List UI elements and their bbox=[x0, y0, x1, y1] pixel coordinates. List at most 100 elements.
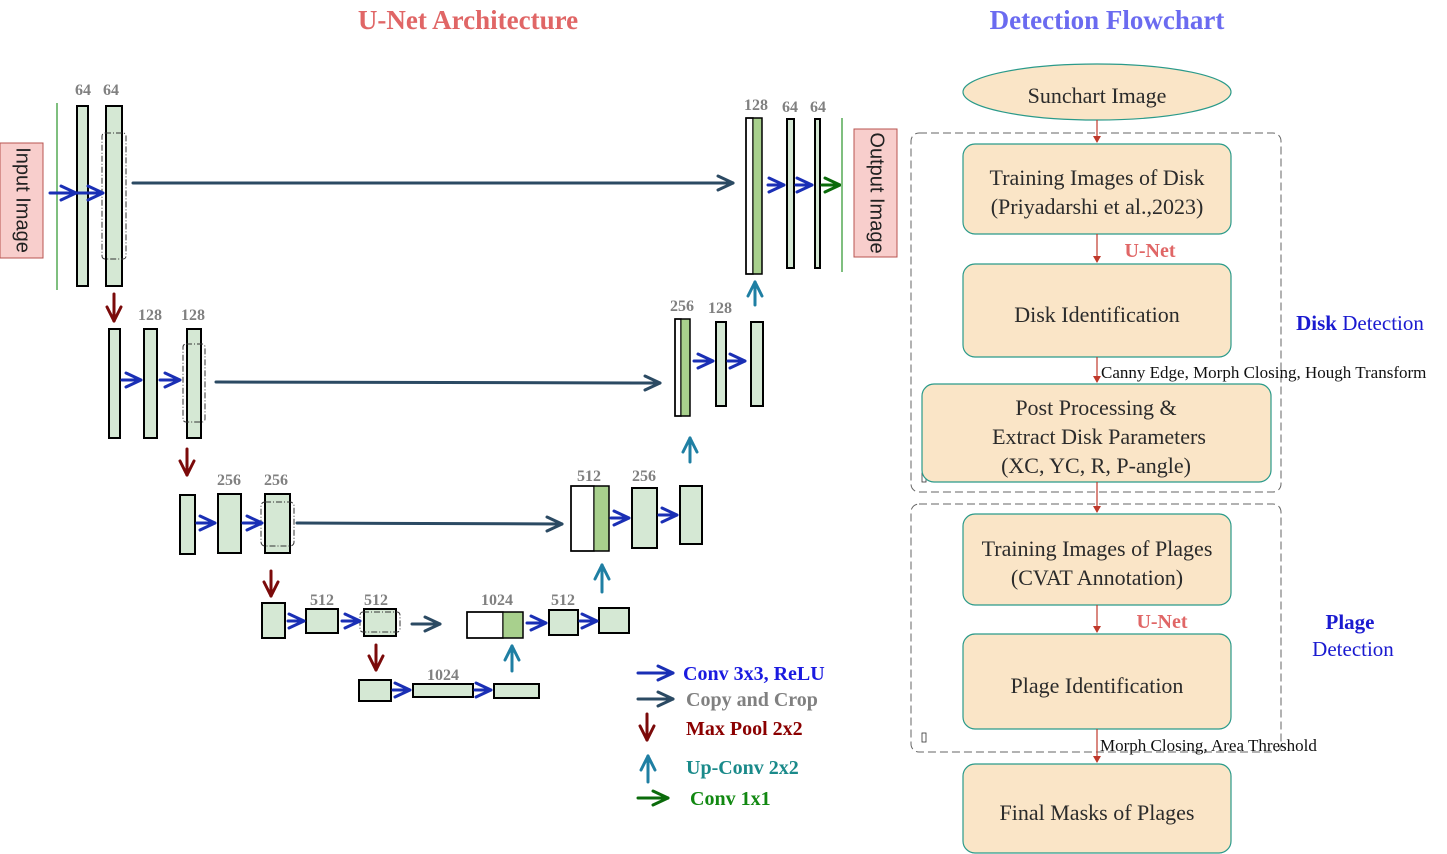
node-sunchart-image-label: Sunchart Image bbox=[1028, 83, 1167, 108]
node-post-processing-line1: Post Processing & bbox=[1015, 395, 1176, 420]
flowchart-title: Detection Flowchart bbox=[990, 5, 1225, 35]
feature-map-dec4a bbox=[548, 609, 579, 636]
feature-map-dec1-copied bbox=[745, 117, 754, 275]
maxpool-arrow bbox=[262, 569, 280, 598]
unet-title: U-Net Architecture bbox=[358, 5, 578, 35]
channel-label-dec2: 128 bbox=[708, 300, 732, 317]
group-marker bbox=[921, 732, 927, 743]
channel-label-enc1b: 64 bbox=[103, 82, 119, 99]
channel-label-enc3a: 256 bbox=[217, 472, 241, 489]
feature-map-enc1a bbox=[76, 105, 89, 287]
feature-map-dec2-copied bbox=[674, 318, 682, 417]
channel-label-dec1concat: 128 bbox=[744, 97, 768, 114]
node-post-processing-line2: Extract Disk Parameters bbox=[992, 424, 1206, 449]
edge-label-canny: Canny Edge, Morph Closing, Hough Transfo… bbox=[1101, 363, 1426, 382]
conv1x1-arrow bbox=[820, 176, 842, 194]
node-final-masks bbox=[962, 763, 1232, 854]
channel-label-enc1a: 64 bbox=[75, 82, 91, 99]
channel-label-dec4: 512 bbox=[551, 592, 575, 609]
channel-label-enc2a: 128 bbox=[138, 307, 162, 324]
output-image-label: Output Image bbox=[866, 132, 888, 253]
feature-map-dec3-copied bbox=[570, 485, 595, 552]
flow-arrow bbox=[1093, 729, 1101, 763]
conv-arrow bbox=[692, 352, 747, 370]
feature-map-dec2b bbox=[750, 321, 764, 407]
feature-map-bottom-b bbox=[493, 683, 540, 699]
legend-copy-arrow bbox=[636, 690, 675, 708]
maxpool-arrow bbox=[367, 643, 385, 672]
conv-arrow bbox=[120, 371, 182, 389]
flow-arrow bbox=[1093, 120, 1101, 143]
feature-map-dec2-concat bbox=[674, 318, 691, 417]
feature-map-dec1-concat bbox=[745, 117, 763, 275]
flow-arrow bbox=[1093, 605, 1101, 633]
crop-region-enc1 bbox=[101, 132, 127, 260]
feature-map-dec4-upsampled bbox=[502, 611, 524, 639]
upconv-arrow bbox=[746, 280, 764, 307]
edge-label-morph: Morph Closing, Area Threshold bbox=[1100, 736, 1317, 755]
channel-label-dec2concat: 256 bbox=[670, 298, 694, 315]
feature-map-bottom-pooled bbox=[358, 679, 392, 702]
plage-detection-group bbox=[910, 503, 1282, 753]
output-image-box: Output Image bbox=[853, 128, 898, 258]
group-label-disk-detection: Disk Detection bbox=[1296, 311, 1424, 335]
feature-map-dec4b bbox=[598, 607, 630, 634]
channel-label-enc4b: 512 bbox=[364, 592, 388, 609]
feature-map-enc3b bbox=[264, 493, 291, 554]
feature-map-dec2a bbox=[715, 321, 727, 407]
node-final-masks-label: Final Masks of Plages bbox=[1000, 800, 1195, 825]
flow-arrow bbox=[1093, 482, 1101, 513]
conv-arrow bbox=[391, 681, 493, 699]
upconv-arrow bbox=[681, 436, 699, 464]
feature-map-dec3-upsampled bbox=[593, 485, 610, 552]
feature-map-enc3a bbox=[217, 493, 242, 554]
legend-conv-label: Conv 3x3, ReLU bbox=[683, 663, 825, 685]
copy-crop-arrow-level4 bbox=[410, 615, 442, 633]
copy-crop-arrow-level2 bbox=[214, 374, 662, 392]
node-training-plages-line2: (CVAT Annotation) bbox=[1011, 565, 1183, 590]
channel-label-dec4concat: 1024 bbox=[481, 592, 513, 609]
feature-map-enc4a bbox=[305, 608, 339, 634]
maxpool-arrow bbox=[178, 447, 196, 477]
copy-crop-arrow-level3 bbox=[295, 515, 564, 533]
conv-arrow bbox=[766, 176, 814, 194]
legend-conv-arrow bbox=[636, 664, 675, 682]
feature-map-dec1-upsampled bbox=[752, 117, 763, 275]
feature-map-dec1b bbox=[814, 118, 821, 269]
channel-label-dec3: 256 bbox=[632, 468, 656, 485]
feature-map-bottom-a bbox=[412, 683, 474, 698]
node-training-disk-line2: (Priyadarshi et al.,2023) bbox=[991, 194, 1204, 219]
channel-label-enc4a: 512 bbox=[310, 592, 334, 609]
feature-map-enc1b bbox=[105, 105, 123, 287]
feature-map-dec1a bbox=[786, 118, 795, 269]
channel-label-enc3b: 256 bbox=[264, 472, 288, 489]
node-disk-identification-label: Disk Identification bbox=[1014, 302, 1180, 327]
legend-conv1x1-arrow bbox=[636, 789, 670, 807]
conv-arrow bbox=[48, 184, 105, 202]
flow-arrow bbox=[1093, 357, 1101, 383]
channel-label-dec1b: 64 bbox=[810, 99, 826, 116]
legend-pool-label: Max Pool 2x2 bbox=[686, 718, 803, 740]
feature-map-dec4-copied bbox=[466, 611, 504, 639]
upconv-arrow bbox=[593, 563, 611, 594]
conv-arrow bbox=[195, 514, 264, 532]
legend-pool-arrow bbox=[638, 712, 656, 742]
conv-arrow bbox=[609, 506, 679, 527]
upconv-arrow bbox=[503, 644, 521, 673]
feature-map-enc2b bbox=[186, 328, 202, 439]
conv-arrow bbox=[286, 612, 362, 630]
channel-label-dec1a: 64 bbox=[782, 99, 798, 116]
feature-map-dec3-concat bbox=[570, 485, 610, 552]
feature-map-dec2-upsampled bbox=[680, 318, 691, 417]
feature-map-enc4-pooled bbox=[261, 602, 286, 639]
crop-region-enc2 bbox=[182, 343, 206, 423]
legend: Conv 3x3, ReLU Copy and Crop Max Pool 2x… bbox=[636, 663, 825, 810]
feature-map-dec3b bbox=[679, 485, 703, 545]
channel-label-enc2b: 128 bbox=[181, 307, 205, 324]
legend-up-label: Up-Conv 2x2 bbox=[686, 757, 799, 779]
input-image-label: Input Image bbox=[12, 147, 34, 253]
feature-map-dec3a bbox=[631, 487, 658, 549]
feature-map-enc2a bbox=[143, 328, 158, 439]
channel-label-dec3concat: 512 bbox=[577, 468, 601, 485]
